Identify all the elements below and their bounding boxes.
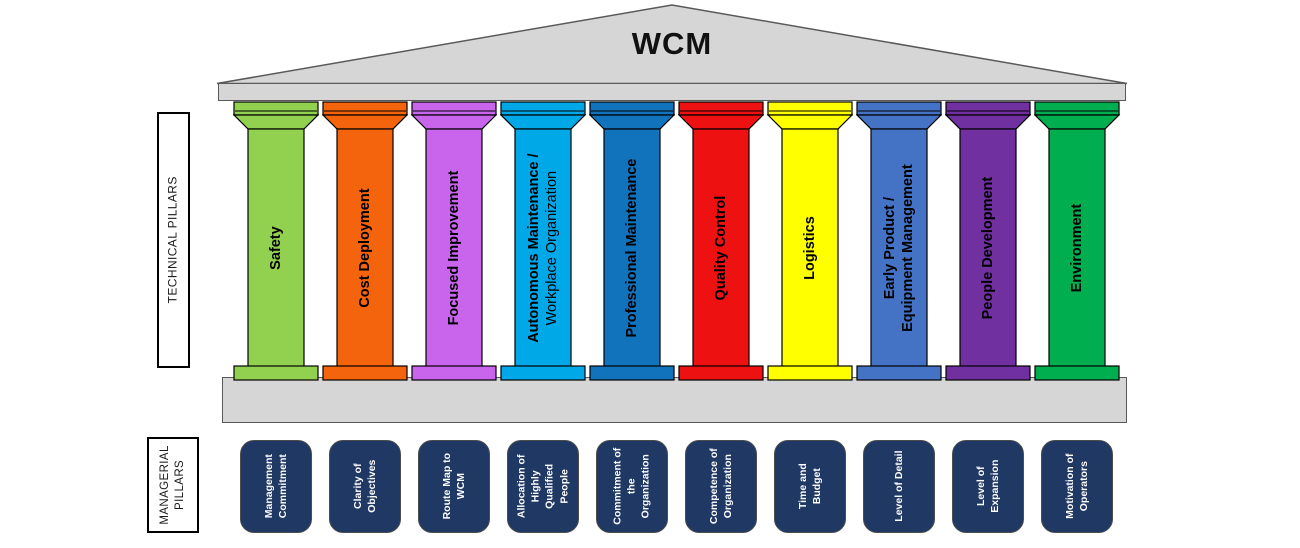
managerial-box-level-of-detail: Level of Detail: [863, 440, 935, 533]
pillar-focused-improvement: Focused Improvement: [410, 101, 498, 381]
pillar-autonomous-maintenance-workplace-organization: Autonomous Maintenance /Workplace Organi…: [499, 101, 587, 381]
entablature-beam: [218, 83, 1126, 101]
pillar-shape: [855, 101, 943, 381]
pillar-shape: [232, 101, 320, 381]
pillar-shape: [1033, 101, 1121, 381]
pillar-shape: [321, 101, 409, 381]
pillar-label: Logistics: [801, 216, 818, 280]
pillar-professional-maintenance: Professional Maintenance: [588, 101, 676, 381]
pillar-quality-control: Quality Control: [677, 101, 765, 381]
pillar-label: Environment: [1068, 203, 1085, 293]
pillar-shape: [677, 101, 765, 381]
pillar-people-development: People Development: [944, 101, 1032, 381]
pillar-label: Cost Deployment: [356, 188, 373, 308]
pillar-label: Professional Maintenance: [623, 158, 640, 338]
roof-title: WCM: [631, 26, 713, 61]
pillar-shape: [588, 101, 676, 381]
managerial-box-label: Level of Detail: [892, 450, 905, 523]
pillar-label: Focused Improvement: [445, 170, 462, 326]
pillar-label: People Development: [979, 176, 996, 320]
pillar-safety: Safety: [232, 101, 320, 381]
pillar-shape: [410, 101, 498, 381]
pillar-label: Safety: [267, 226, 284, 270]
pillar-shape: [766, 101, 854, 381]
technical-pillars-label: TECHNICAL PILLARS: [157, 112, 190, 368]
managerial-pillars-label-text: MANAGERIAL PILLARS: [159, 445, 186, 525]
pillar-label: Early Product /Equipment Management: [881, 164, 916, 332]
pillar-shape: [944, 101, 1032, 381]
pillar-shape: [499, 101, 587, 381]
pillar-early-product-equipment-management: Early Product /Equipment Management: [855, 101, 943, 381]
pillar-environment: Environment: [1033, 101, 1121, 381]
technical-pillars-label-text: TECHNICAL PILLARS: [165, 176, 180, 304]
pillar-label: Quality Control: [712, 195, 729, 301]
pillar-label: Autonomous Maintenance /Workplace Organi…: [525, 153, 560, 343]
pillar-cost-deployment: Cost Deployment: [321, 101, 409, 381]
base-platform: [222, 377, 1127, 423]
managerial-pillars-label: MANAGERIAL PILLARS: [147, 437, 199, 533]
pillar-logistics: Logistics: [766, 101, 854, 381]
